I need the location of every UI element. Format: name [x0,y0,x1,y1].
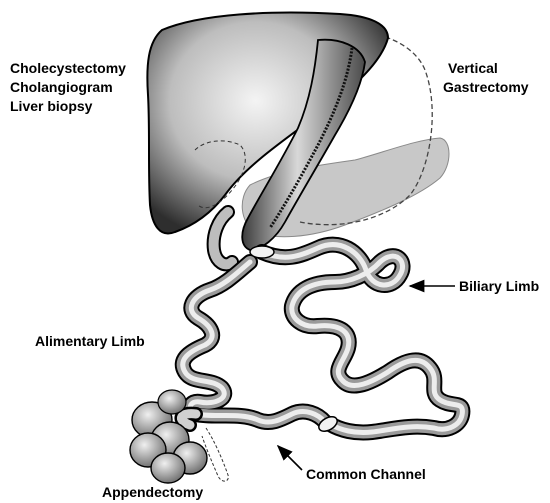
label-cholangiogram: Cholangiogram [10,79,113,96]
label-gastrectomy: Gastrectomy [443,79,529,96]
label-alimentary-limb: Alimentary Limb [35,333,145,350]
label-liver-biopsy: Liver biopsy [10,98,92,115]
biliary-limb [262,245,462,433]
label-appendectomy: Appendectomy [102,484,203,501]
common-channel-arrow [278,446,302,470]
label-biliary-limb: Biliary Limb [459,278,539,295]
common-channel [181,414,196,425]
gastric-anastomosis [250,246,274,258]
label-common-channel: Common Channel [306,466,426,483]
label-vertical: Vertical [448,60,498,77]
label-cholecystectomy: Cholecystectomy [10,60,126,77]
